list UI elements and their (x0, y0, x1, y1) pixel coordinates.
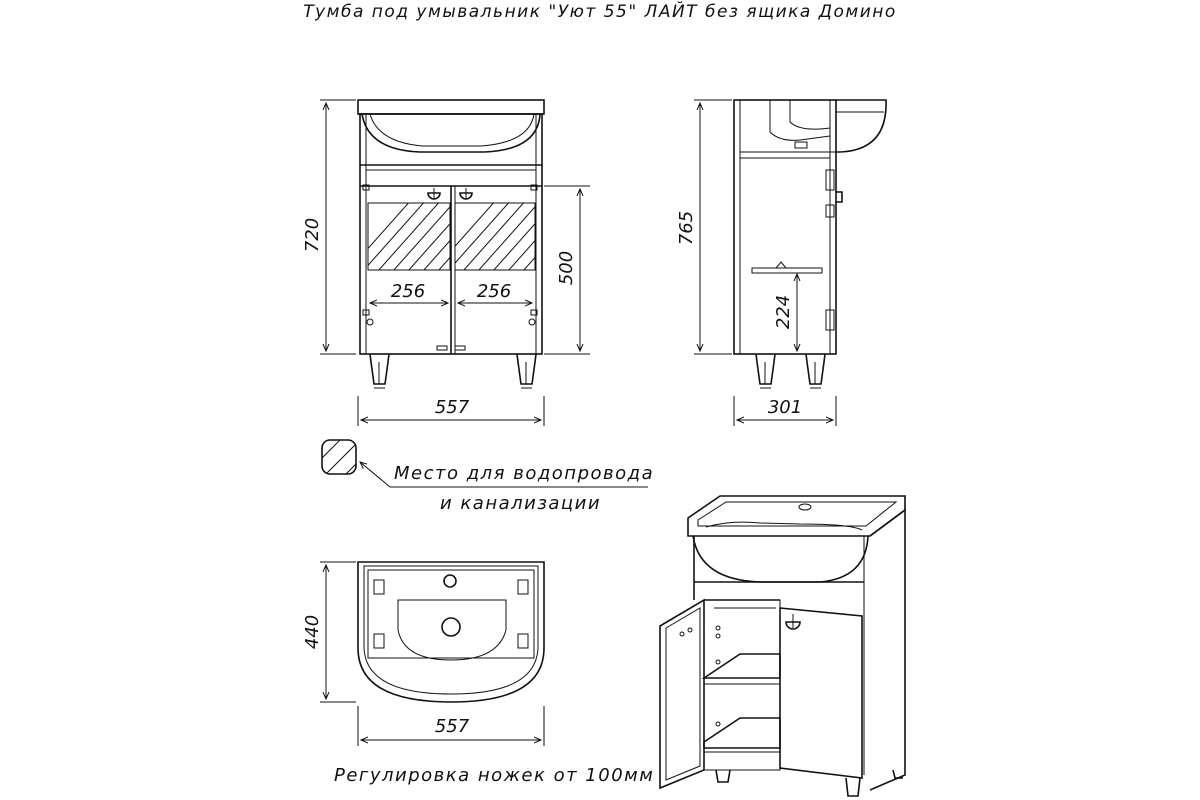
shelf-height-label: 224 (773, 295, 794, 329)
top-depth-label: 440 (302, 615, 323, 649)
front-view: 720 557 256 256 500 (302, 99, 590, 426)
top-width-label: 557 (435, 716, 470, 737)
door-right-width-label: 256 (477, 281, 511, 302)
top-view: 440 557 (302, 561, 545, 746)
side-view: 765 224 301 (676, 99, 887, 426)
door-height-label: 500 (556, 251, 577, 285)
door-left-width-label: 256 (391, 281, 425, 302)
page-title: Тумба под умывальник "Уют 55" ЛАЙТ без я… (303, 0, 897, 22)
legs-adjustment-note: Регулировка ножек от 100мм (334, 765, 654, 786)
legend-line-2: и канализации (440, 493, 601, 514)
side-height-label: 765 (676, 211, 697, 245)
front-height-label: 720 (302, 218, 323, 252)
legend-line-1: Место для водопровода (394, 463, 654, 484)
isometric-view (659, 495, 906, 797)
plumbing-legend: Место для водопровода и канализации (321, 439, 654, 514)
side-depth-label: 301 (768, 397, 802, 418)
front-width-label: 557 (435, 397, 470, 418)
